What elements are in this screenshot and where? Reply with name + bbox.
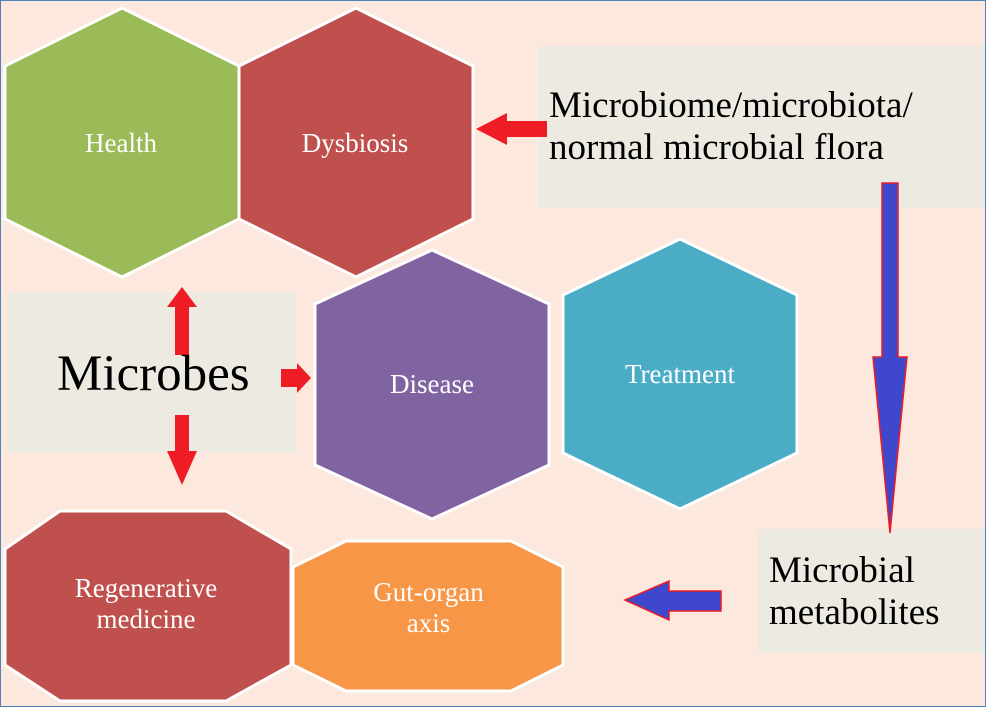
dysbiosis-label: Dysbiosis [301, 127, 409, 158]
metabolites-panel [758, 529, 985, 653]
treatment-label: Treatment [625, 358, 735, 389]
metabolites-label: Microbial metabolites [769, 550, 940, 633]
regenerative-medicine-label: Regenerative medicine [74, 573, 218, 634]
regenerative-medicine-hexagon [3, 509, 293, 703]
microbes-panel [6, 293, 296, 453]
disease-label: Disease [390, 368, 474, 399]
microbes-label: Microbes [57, 346, 250, 402]
arrow-to-dysbiosis-icon [476, 113, 547, 145]
disease-hexagon [313, 248, 551, 521]
gut-organ-axis-label: Gut-organ axis [373, 577, 484, 638]
microbiome-label: Microbiome/microbiota/ normal microbial … [549, 85, 913, 168]
microbiome-panel [538, 46, 985, 208]
arrow-up-to-health-icon [167, 287, 197, 355]
arrow-left-to-gut-organ-icon [623, 579, 722, 622]
health-label: Health [85, 127, 157, 158]
treatment-hexagon [561, 237, 799, 511]
arrow-down-to-regenerative-icon [167, 415, 197, 485]
arrow-down-to-metabolites-icon [872, 182, 908, 534]
arrow-to-disease-icon [281, 363, 311, 393]
gut-organ-axis-hexagon [291, 539, 565, 693]
dysbiosis-hexagon [237, 6, 475, 279]
